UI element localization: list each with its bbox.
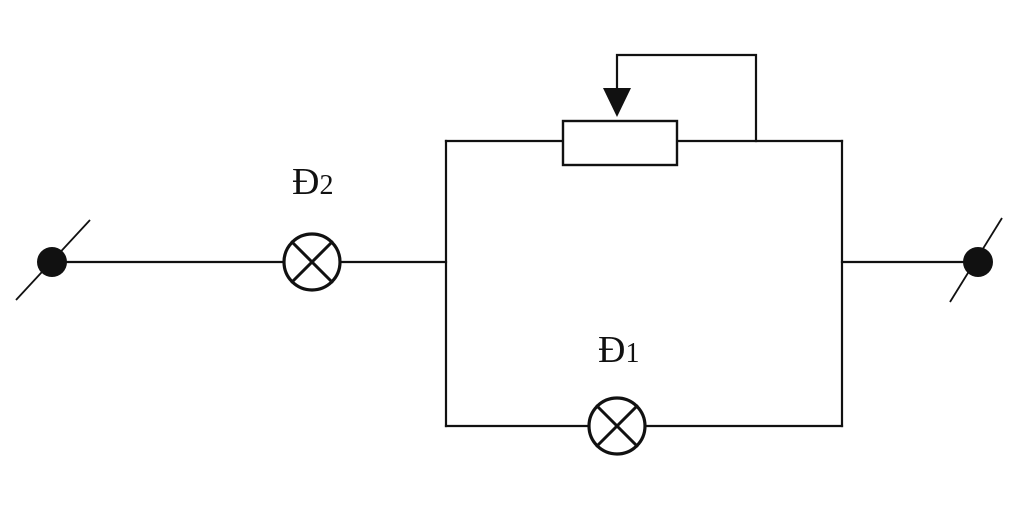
lamp1-symbol — [587, 396, 647, 456]
rheostat-slider-arrow — [603, 88, 631, 117]
lamp1-label-main: Đ — [598, 329, 625, 371]
rheostat-slider-wire — [615, 53, 758, 143]
lamp2-label-main: Đ — [292, 161, 319, 203]
lamp2-label: Đ2 — [292, 161, 333, 203]
left-terminal — [15, 219, 91, 301]
lamp2-symbol — [282, 232, 342, 292]
right-terminal — [949, 217, 1003, 303]
lamp2-label-sub: 2 — [319, 170, 333, 201]
rheostat-body — [561, 119, 679, 167]
lamp1-label-sub: 1 — [625, 338, 639, 369]
lamp1-label: Đ1 — [598, 329, 639, 371]
